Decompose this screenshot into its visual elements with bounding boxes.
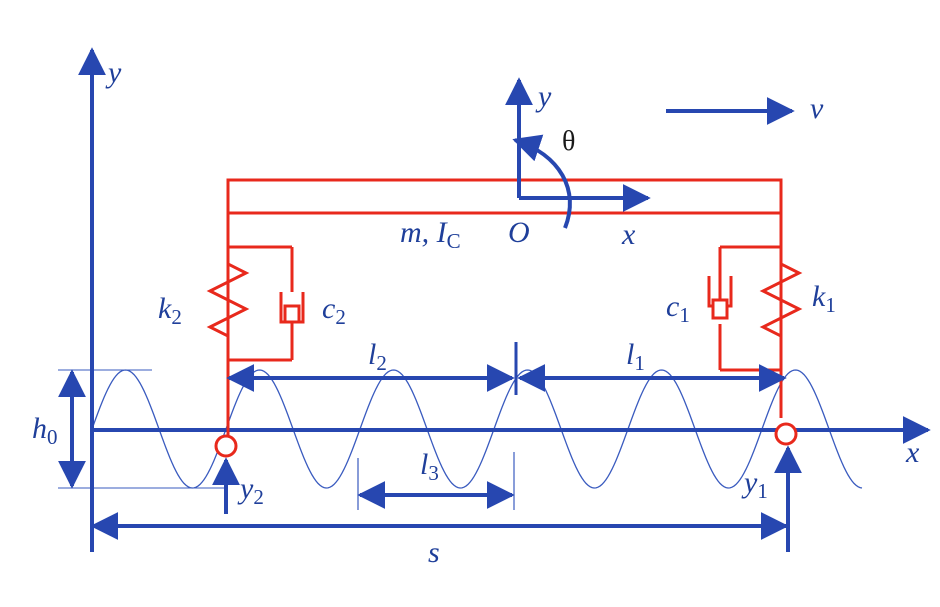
label-y2: y2 bbox=[237, 472, 264, 509]
label-k1: k1 bbox=[812, 280, 836, 317]
label-mass-inertia: m, IC bbox=[400, 216, 461, 253]
label-y1: y1 bbox=[741, 466, 768, 503]
label-h0: h0 bbox=[32, 412, 58, 449]
spring-k1 bbox=[759, 247, 803, 370]
label-global-y: y bbox=[105, 56, 122, 89]
label-l2: l2 bbox=[368, 338, 387, 375]
label-l1: l1 bbox=[626, 338, 645, 375]
damper-c2 bbox=[279, 292, 305, 324]
contact-point-right bbox=[774, 422, 798, 446]
dimension-lines bbox=[58, 364, 789, 540]
label-l3: l3 bbox=[420, 448, 439, 485]
vehicle-body bbox=[226, 178, 783, 435]
spring-k2 bbox=[206, 247, 250, 360]
damper-c1 bbox=[707, 276, 733, 320]
label-global-x: x bbox=[905, 436, 920, 469]
label-c2: c2 bbox=[322, 292, 346, 329]
label-body-x: x bbox=[621, 218, 636, 251]
label-s: s bbox=[428, 536, 440, 569]
label-body-y: y bbox=[535, 80, 552, 113]
label-velocity: v bbox=[810, 92, 824, 125]
label-origin: O bbox=[508, 216, 530, 249]
label-c1: c1 bbox=[666, 290, 690, 327]
label-k2: k2 bbox=[158, 292, 182, 329]
body-rectangle bbox=[226, 178, 783, 215]
theta-rotation-arrow bbox=[512, 134, 572, 229]
contact-point-left bbox=[214, 434, 238, 458]
label-theta: θ bbox=[562, 126, 575, 157]
